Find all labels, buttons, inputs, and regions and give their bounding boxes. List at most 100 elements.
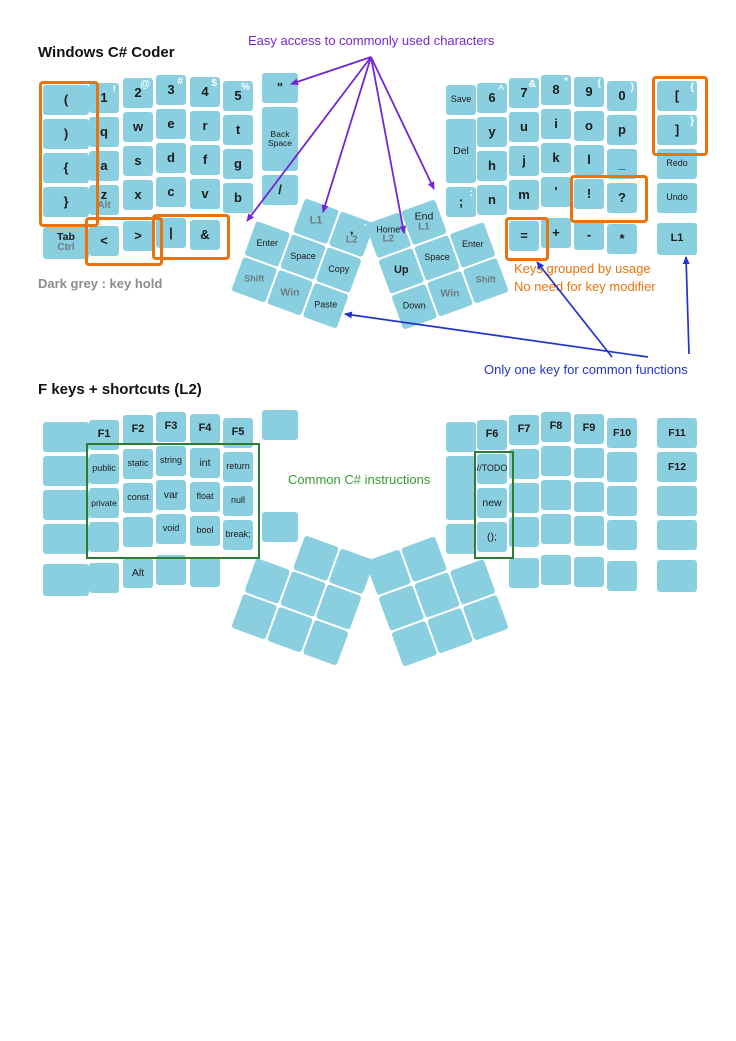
- key-s[interactable]: s: [123, 146, 153, 176]
- key-f12[interactable]: F12: [657, 452, 697, 482]
- key-back-space[interactable]: Back Space: [262, 107, 298, 171]
- key-blank[interactable]: [446, 456, 476, 520]
- key-blank[interactable]: [541, 555, 571, 585]
- key-blank[interactable]: [541, 446, 571, 476]
- key-static[interactable]: static: [123, 449, 153, 479]
- key-1[interactable]: 1!: [89, 83, 119, 113]
- key-blank[interactable]: [657, 486, 697, 516]
- key-symbol[interactable]: =: [509, 221, 539, 251]
- key-f8[interactable]: F8: [541, 412, 571, 442]
- key-symbol[interactable]: &: [190, 220, 220, 250]
- key-symbol[interactable]: }: [43, 187, 89, 217]
- key-x[interactable]: x: [123, 180, 153, 210]
- key-bool[interactable]: bool: [190, 516, 220, 546]
- key-0[interactable]: 0): [607, 81, 637, 111]
- key-blank[interactable]: [89, 522, 119, 552]
- key-5[interactable]: 5%: [223, 81, 253, 111]
- key-blank[interactable]: [43, 490, 89, 520]
- key-q[interactable]: q: [89, 117, 119, 147]
- key-blank[interactable]: [43, 564, 89, 596]
- key-4[interactable]: 4$: [190, 77, 220, 107]
- key-symbol[interactable]: !: [574, 179, 604, 209]
- key-f6[interactable]: F6: [477, 420, 507, 450]
- key-alt[interactable]: Alt: [123, 558, 153, 588]
- key-3[interactable]: 3#: [156, 75, 186, 105]
- key-g[interactable]: g: [223, 149, 253, 179]
- key-blank[interactable]: [574, 516, 604, 546]
- key-i[interactable]: i: [541, 109, 571, 139]
- key-blank[interactable]: [89, 563, 119, 593]
- key-l1[interactable]: L1: [657, 223, 697, 255]
- key-m[interactable]: m: [509, 180, 539, 210]
- key-var[interactable]: var: [156, 480, 186, 510]
- key-f11[interactable]: F11: [657, 418, 697, 448]
- key-blank[interactable]: [190, 557, 220, 587]
- key-blank[interactable]: [509, 483, 539, 513]
- key-j[interactable]: j: [509, 146, 539, 176]
- key-symbol[interactable]: >: [123, 221, 153, 251]
- key-blank[interactable]: [462, 594, 509, 641]
- key-blank[interactable]: [509, 558, 539, 588]
- key-save[interactable]: Save: [446, 85, 476, 115]
- key-f7[interactable]: F7: [509, 415, 539, 445]
- key-p[interactable]: p: [607, 115, 637, 145]
- key-const[interactable]: const: [123, 483, 153, 513]
- key-blank[interactable]: [446, 422, 476, 452]
- key-7[interactable]: 7&: [509, 78, 539, 108]
- key-t[interactable]: t: [223, 115, 253, 145]
- key-8[interactable]: 8*: [541, 75, 571, 105]
- key-blank[interactable]: [574, 482, 604, 512]
- key-blank[interactable]: [509, 449, 539, 479]
- key-string[interactable]: string: [156, 446, 186, 476]
- key-blank[interactable]: [43, 456, 89, 486]
- key-blank[interactable]: [657, 560, 697, 592]
- key-o[interactable]: o: [574, 111, 604, 141]
- key-b[interactable]: b: [223, 183, 253, 213]
- key-c[interactable]: c: [156, 177, 186, 207]
- key-blank[interactable]: [657, 520, 697, 550]
- key-symbol[interactable]: [{: [657, 81, 697, 111]
- key-6[interactable]: 6^: [477, 83, 507, 113]
- key-symbol[interactable]: ': [541, 177, 571, 207]
- key-blank[interactable]: [446, 524, 476, 554]
- key-paste[interactable]: Paste: [302, 282, 349, 329]
- key-u[interactable]: u: [509, 112, 539, 142]
- key-blank[interactable]: [509, 517, 539, 547]
- key-k[interactable]: k: [541, 143, 571, 173]
- key-blank[interactable]: [607, 561, 637, 591]
- key-symbol[interactable]: _: [607, 149, 637, 179]
- key-symbol[interactable]: ]}: [657, 115, 697, 145]
- key-f[interactable]: f: [190, 145, 220, 175]
- key-w[interactable]: w: [123, 112, 153, 142]
- key-f9[interactable]: F9: [574, 414, 604, 444]
- key-f4[interactable]: F4: [190, 414, 220, 444]
- key-blank[interactable]: [541, 514, 571, 544]
- key-shift[interactable]: Shift: [462, 257, 509, 304]
- key-float[interactable]: float: [190, 482, 220, 512]
- key-n[interactable]: n: [477, 185, 507, 215]
- key-a[interactable]: a: [89, 151, 119, 181]
- key-symbol[interactable]: <: [89, 226, 119, 256]
- key-e[interactable]: e: [156, 109, 186, 139]
- key-blank[interactable]: [607, 452, 637, 482]
- key-private[interactable]: private: [89, 488, 119, 518]
- key-blank[interactable]: [607, 486, 637, 516]
- key-symbol[interactable]: -: [574, 220, 604, 250]
- key-symbol[interactable]: (: [43, 85, 89, 115]
- key-2[interactable]: 2@: [123, 78, 153, 108]
- key-l[interactable]: l: [574, 145, 604, 175]
- key-public[interactable]: public: [89, 454, 119, 484]
- key-blank[interactable]: [262, 512, 298, 542]
- key-symbol[interactable]: ?: [607, 183, 637, 213]
- key-blank[interactable]: [574, 448, 604, 478]
- key-blank[interactable]: [541, 480, 571, 510]
- key-symbol[interactable]: {: [43, 153, 89, 183]
- key-blank[interactable]: [302, 619, 349, 666]
- key-h[interactable]: h: [477, 151, 507, 181]
- key-symbol[interactable]: ): [43, 119, 89, 149]
- key-null[interactable]: null: [223, 486, 253, 516]
- key-f3[interactable]: F3: [156, 412, 186, 442]
- key-blank[interactable]: [262, 410, 298, 440]
